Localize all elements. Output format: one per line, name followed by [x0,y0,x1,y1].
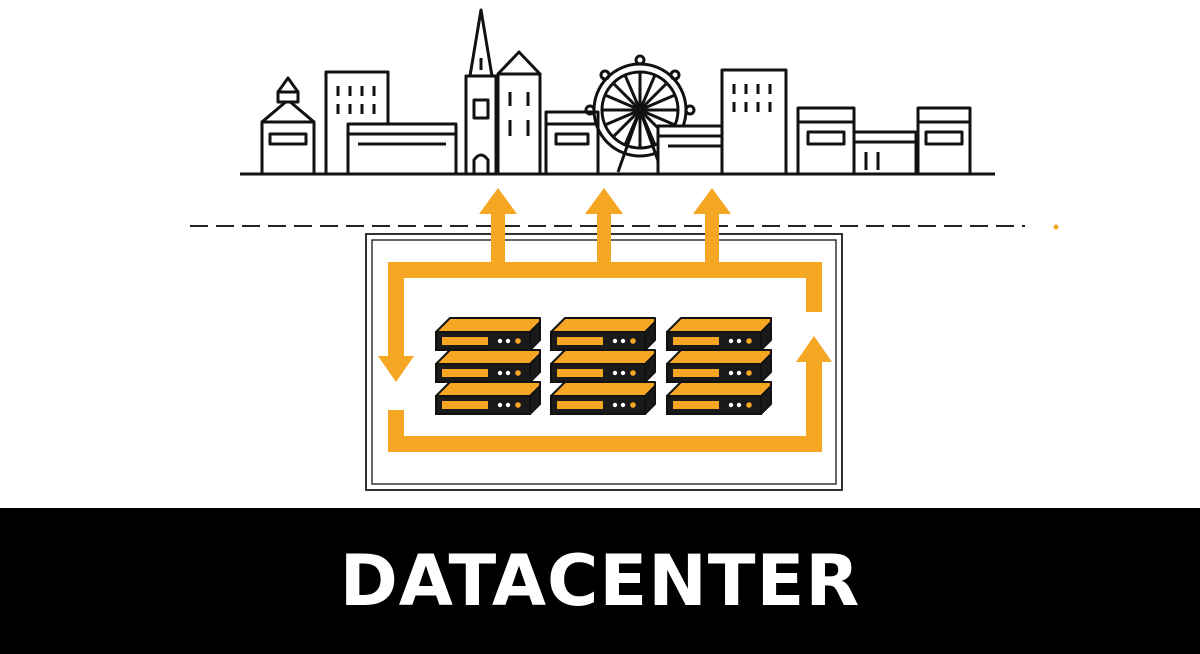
circular-flow-arrow [378,262,832,452]
office-tower-right-icon [720,68,788,176]
rack-server-icon [435,317,541,351]
uplink-arrows [479,188,731,270]
gabled-house-icon [496,50,542,176]
rack-server-icon [435,381,541,415]
server-rack-1 [435,317,541,415]
domed-building-icon [260,76,316,176]
server-rack-3 [666,317,772,415]
right-house-icon [796,106,856,176]
caption-title: DATACENTER [339,540,861,622]
rack-server-icon [550,349,656,383]
ground-line-dot [1053,224,1059,230]
datacenter-illustration [190,8,1059,491]
church-spire-icon [464,8,498,176]
upward-arrow [693,188,731,270]
rack-server-icon [550,381,656,415]
upward-arrow [585,188,623,270]
connector-building-icon [852,130,918,176]
ferris-wheel-icon [584,54,696,173]
rack-server-icon [666,381,772,415]
rack-server-icon [550,317,656,351]
server-rack-2 [550,317,656,415]
low-building-icon [346,122,458,176]
rack-server-icon [435,349,541,383]
far-right-house-icon [916,106,972,176]
upward-arrow [479,188,517,270]
shop-building-icon [544,110,600,176]
rack-server-icon [666,349,772,383]
city-skyline-icon [260,8,972,176]
rack-server-icon [666,317,772,351]
caption-bar: DATACENTER [0,508,1200,654]
